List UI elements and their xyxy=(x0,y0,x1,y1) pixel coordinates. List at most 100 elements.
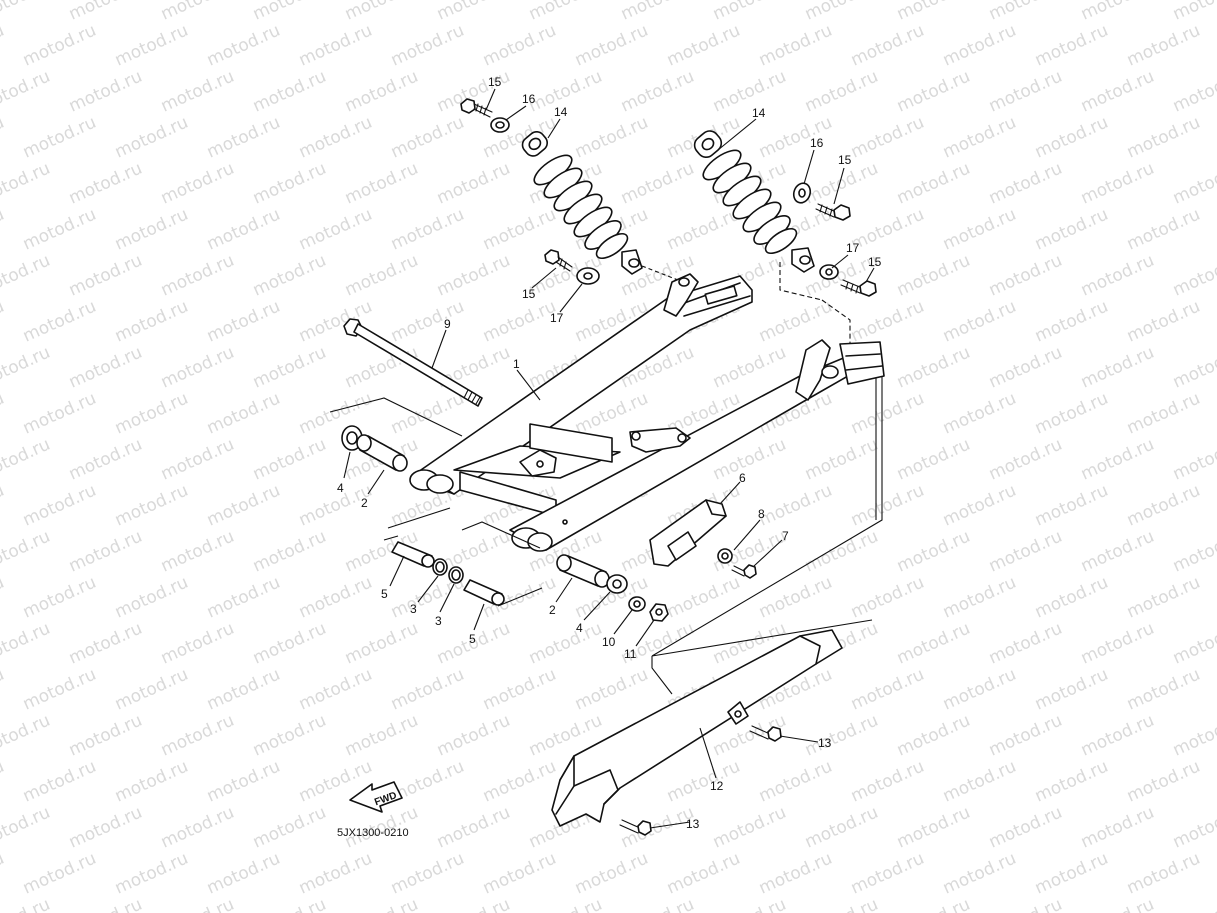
watermark-text: motod.ru xyxy=(1124,573,1203,623)
watermark-text: motod.ru xyxy=(20,573,99,623)
watermark-text: motod.ru xyxy=(296,205,375,255)
watermark-text: motod.ru xyxy=(66,343,145,393)
watermark-text: motod.ru xyxy=(20,205,99,255)
watermark-text: motod.ru xyxy=(0,0,53,25)
watermark-text: motod.ru xyxy=(1170,619,1217,669)
watermark-text: motod.ru xyxy=(342,343,421,393)
watermark-text: motod.ru xyxy=(158,895,237,913)
washer-16-a xyxy=(490,117,510,133)
watermark-text: motod.ru xyxy=(204,757,283,807)
watermark-text: motod.ru xyxy=(204,113,283,163)
nut-11 xyxy=(649,603,669,622)
watermark-text: motod.ru xyxy=(710,67,789,117)
watermark-text: motod.ru xyxy=(204,665,283,715)
watermark-text: motod.ru xyxy=(848,573,927,623)
watermark-text: motod.ru xyxy=(1078,711,1157,761)
watermark-text: motod.ru xyxy=(388,297,467,347)
bolt-13-b xyxy=(619,819,652,836)
watermark-text: motod.ru xyxy=(894,895,973,913)
watermark-text: motod.ru xyxy=(848,21,927,71)
watermark-text: motod.ru xyxy=(250,251,329,301)
watermark-text: motod.ru xyxy=(342,251,421,301)
watermark-text: motod.ru xyxy=(112,389,191,439)
watermark-text: motod.ru xyxy=(940,849,1019,899)
callout-2: 2 xyxy=(361,496,368,510)
callout-14: 14 xyxy=(752,106,766,120)
callout-5: 5 xyxy=(469,632,476,646)
watermark-text: motod.ru xyxy=(986,0,1065,25)
watermark-text: motod.ru xyxy=(0,21,7,71)
watermark-text: motod.ru xyxy=(1124,665,1203,715)
watermark-text: motod.ru xyxy=(388,849,467,899)
watermark-text: motod.ru xyxy=(388,21,467,71)
watermark-text: motod.ru xyxy=(0,343,53,393)
watermark-text: motod.ru xyxy=(66,619,145,669)
collar-5-b xyxy=(463,579,505,606)
chain-guard xyxy=(551,629,843,827)
watermark-text: motod.ru xyxy=(66,711,145,761)
watermark-text: motod.ru xyxy=(388,389,467,439)
watermark-text: motod.ru xyxy=(342,0,421,25)
pivot-shaft xyxy=(343,318,483,407)
swingarm xyxy=(409,273,885,657)
watermark-text: motod.ru xyxy=(296,849,375,899)
watermark-text: motod.ru xyxy=(802,0,881,25)
ring-3-a xyxy=(432,558,448,576)
callout-13: 13 xyxy=(818,736,832,750)
watermark-text: motod.ru xyxy=(0,251,53,301)
watermark-text: motod.ru xyxy=(434,0,513,25)
watermark-text: motod.ru xyxy=(986,159,1065,209)
watermark-text: motod.ru xyxy=(0,711,53,761)
watermark-text: motod.ru xyxy=(434,711,513,761)
watermark-text: motod.ru xyxy=(664,849,743,899)
watermark-text: motod.ru xyxy=(66,67,145,117)
watermark-text: motod.ru xyxy=(250,711,329,761)
watermark-text: motod.ru xyxy=(204,849,283,899)
callout-15: 15 xyxy=(838,153,852,167)
washer-17-b xyxy=(819,264,839,280)
watermark-text: motod.ru xyxy=(112,665,191,715)
watermark-text: motod.ru xyxy=(204,297,283,347)
watermark-text: motod.ru xyxy=(894,803,973,853)
watermark-text: motod.ru xyxy=(526,0,605,25)
watermark-text: motod.ru xyxy=(250,67,329,117)
bolt-15-b xyxy=(544,249,573,272)
watermark-text: motod.ru xyxy=(342,619,421,669)
watermark-text: motod.ru xyxy=(710,0,789,25)
watermark-text: motod.ru xyxy=(388,665,467,715)
bolt-7 xyxy=(731,564,757,579)
watermark-text: motod.ru xyxy=(296,573,375,623)
watermark-text: motod.ru xyxy=(940,481,1019,531)
callout-17: 17 xyxy=(550,311,564,325)
watermark-text: motod.ru xyxy=(572,113,651,163)
watermark-text: motod.ru xyxy=(112,297,191,347)
watermark-text: motod.ru xyxy=(940,21,1019,71)
watermark-text: motod.ru xyxy=(434,159,513,209)
callout-16: 16 xyxy=(522,92,536,106)
ring-3-b xyxy=(448,566,464,584)
watermark-text: motod.ru xyxy=(296,113,375,163)
watermark-text: motod.ru xyxy=(618,895,697,913)
watermark-text: motod.ru xyxy=(158,435,237,485)
watermark-text: motod.ru xyxy=(756,297,835,347)
callout-10: 10 xyxy=(602,635,616,649)
watermark-text: motod.ru xyxy=(848,297,927,347)
watermark-text: motod.ru xyxy=(158,711,237,761)
watermark-text: motod.ru xyxy=(434,895,513,913)
watermark-text: motod.ru xyxy=(1170,159,1217,209)
watermark-text: motod.ru xyxy=(0,757,7,807)
watermark-text: motod.ru xyxy=(0,435,53,485)
dust-seal-4-b xyxy=(606,574,628,594)
watermark-text: motod.ru xyxy=(250,343,329,393)
callout-14: 14 xyxy=(554,105,568,119)
watermark-text: motod.ru xyxy=(0,67,53,117)
watermark-text: motod.ru xyxy=(1124,21,1203,71)
watermark-text: motod.ru xyxy=(480,849,559,899)
watermark-text: motod.ru xyxy=(618,0,697,25)
watermark-text: motod.ru xyxy=(894,343,973,393)
watermark-text: motod.ru xyxy=(664,757,743,807)
watermark-text: motod.ru xyxy=(940,297,1019,347)
callout-7: 7 xyxy=(782,529,789,543)
watermark-text: motod.ru xyxy=(480,757,559,807)
